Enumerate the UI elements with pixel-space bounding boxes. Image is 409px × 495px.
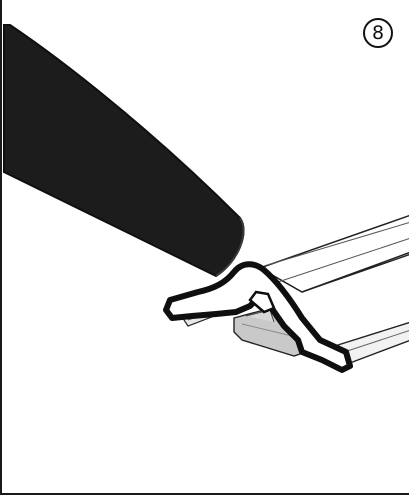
- step-number-badge: 8: [363, 18, 393, 48]
- step-number-label: 8: [371, 21, 385, 44]
- sealant-nozzle-icon: [3, 24, 245, 278]
- aluminium-profile-icon: [163, 214, 409, 373]
